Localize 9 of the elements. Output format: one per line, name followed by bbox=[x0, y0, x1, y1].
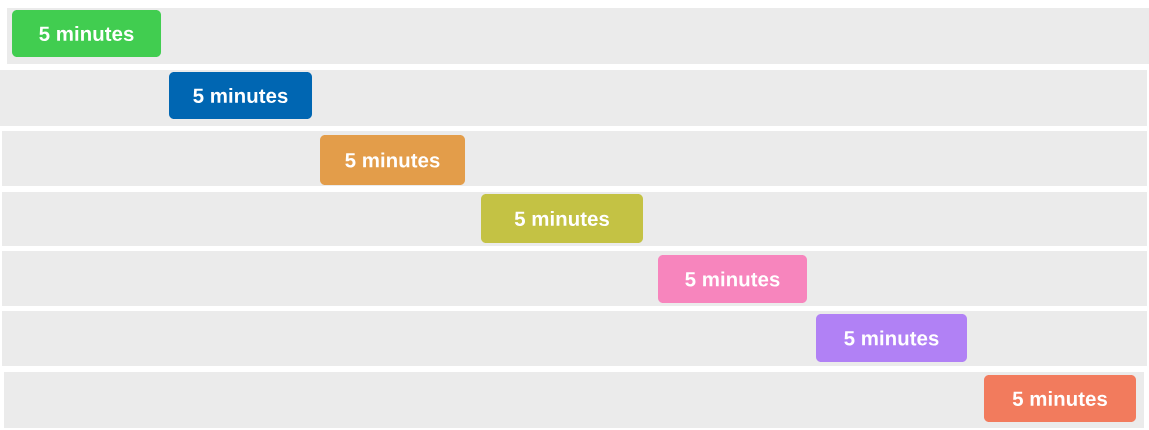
time-block: 5 minutes bbox=[12, 10, 161, 57]
time-block: 5 minutes bbox=[984, 375, 1136, 422]
lane-bar bbox=[0, 70, 1147, 126]
lane-bar bbox=[7, 8, 1149, 64]
time-block: 5 minutes bbox=[816, 314, 967, 362]
time-block: 5 minutes bbox=[481, 194, 643, 243]
time-block: 5 minutes bbox=[169, 72, 312, 119]
time-block: 5 minutes bbox=[320, 135, 465, 185]
time-block: 5 minutes bbox=[658, 255, 807, 303]
